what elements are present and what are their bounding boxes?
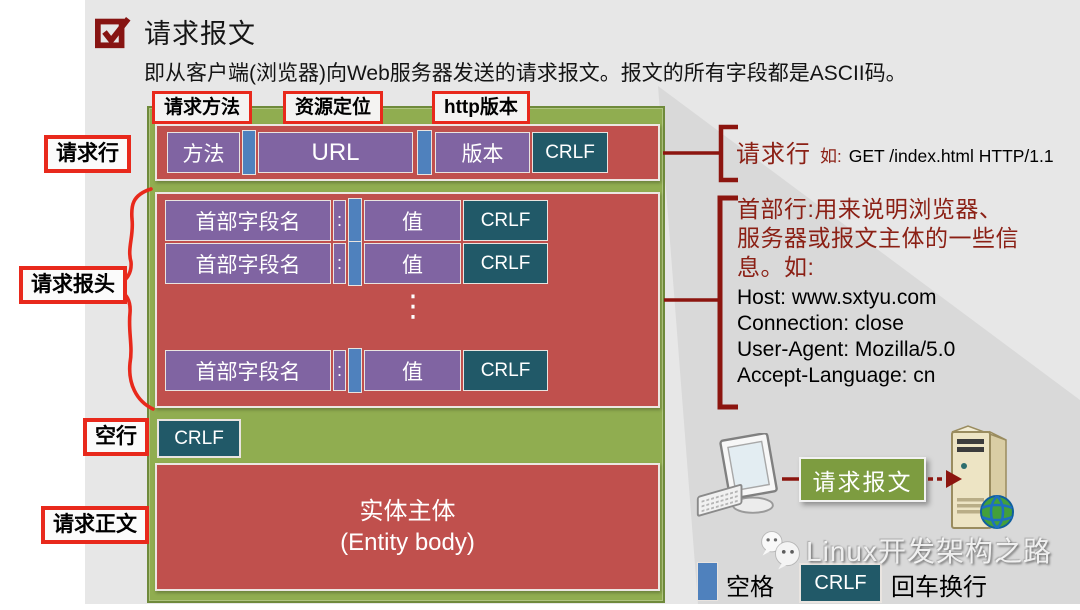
annotation-example-line: Connection: close [737, 312, 904, 335]
wechat-icon [758, 529, 804, 571]
flow-message-box: 请求报文 [799, 457, 926, 502]
watermark: Linux开发架构之路 [758, 529, 1052, 571]
cell-colon: : [333, 200, 346, 241]
space-bar-icon [417, 130, 432, 175]
annotation-desc-line: 首部行:用来说明浏览器、 [737, 196, 1003, 222]
cell-header-value: 值 [364, 350, 461, 391]
entity-body-line1: 实体主体 [359, 498, 456, 525]
request-line-annotation: 请求行 如: GET /index.html HTTP/1.1 [736, 134, 1054, 174]
cell-url: URL [258, 132, 413, 173]
cell-header-field-name: 首部字段名 [165, 200, 331, 241]
cell-crlf: CRLF [463, 200, 548, 241]
empty-line-crlf: CRLF [157, 419, 241, 458]
entity-body-line2: (Entity body) [340, 529, 475, 556]
label-http-version: http版本 [432, 91, 530, 124]
annotation-example-line: User-Agent: Mozilla/5.0 [737, 338, 956, 361]
cell-crlf: CRLF [532, 132, 608, 173]
cell-crlf: CRLF [463, 243, 548, 284]
title-row: 请求报文 [95, 12, 256, 51]
ellipsis-dots: ⋮ [398, 290, 428, 323]
space-bar-icon [348, 198, 362, 243]
annotation-prefix: 如: [820, 147, 842, 166]
cell-colon: : [333, 350, 346, 391]
annotation-example-line: Host: www.sxtyu.com [737, 286, 937, 309]
header-lines-annotation: 首部行:用来说明浏览器、 服务器或报文主体的一些信 息。如: Host: www… [737, 195, 1019, 389]
legend-crlf-meaning: 回车换行 [891, 574, 987, 601]
annotation-desc-line: 息。如: [737, 254, 815, 280]
legend-crlf-box: CRLF [799, 563, 882, 603]
label-request-body: 请求正文 [41, 506, 149, 544]
checkbox-icon [95, 13, 133, 51]
annotation-example-line: Accept-Language: cn [737, 364, 936, 387]
space-bar-icon [242, 130, 256, 175]
annotation-title: 请求行 [736, 141, 811, 168]
cell-method: 方法 [167, 132, 240, 173]
label-empty-line: 空行 [83, 418, 149, 456]
space-bar-icon [348, 348, 362, 393]
cell-header-value: 值 [364, 243, 461, 284]
annotation-desc-line: 服务器或报文主体的一些信 [737, 225, 1019, 251]
watermark-text: Linux开发架构之路 [806, 536, 1052, 567]
legend-space-label: 空格 [726, 574, 774, 601]
subtitle: 即从客户端(浏览器)向Web服务器发送的请求报文。报文的所有字段都是ASCII码… [144, 62, 907, 85]
server-icon [940, 424, 1018, 539]
label-request-method: 请求方法 [152, 91, 253, 124]
cell-header-field-name: 首部字段名 [165, 243, 331, 284]
legend-space-bar-icon [697, 562, 718, 601]
cell-header-value: 值 [364, 200, 461, 241]
label-request-line: 请求行 [44, 135, 131, 173]
page-title: 请求报文 [144, 19, 256, 49]
cell-version: 版本 [435, 132, 530, 173]
label-request-headers: 请求报头 [19, 266, 127, 304]
label-resource-locator: 资源定位 [283, 91, 384, 124]
annotation-example: GET /index.html HTTP/1.1 [848, 146, 1054, 166]
cell-colon: : [333, 243, 346, 284]
entity-body-block: 实体主体 (Entity body) [155, 463, 660, 591]
client-computer-icon [694, 432, 789, 533]
cell-crlf: CRLF [463, 350, 548, 391]
space-bar-icon [348, 241, 362, 286]
cell-header-field-name: 首部字段名 [165, 350, 331, 391]
